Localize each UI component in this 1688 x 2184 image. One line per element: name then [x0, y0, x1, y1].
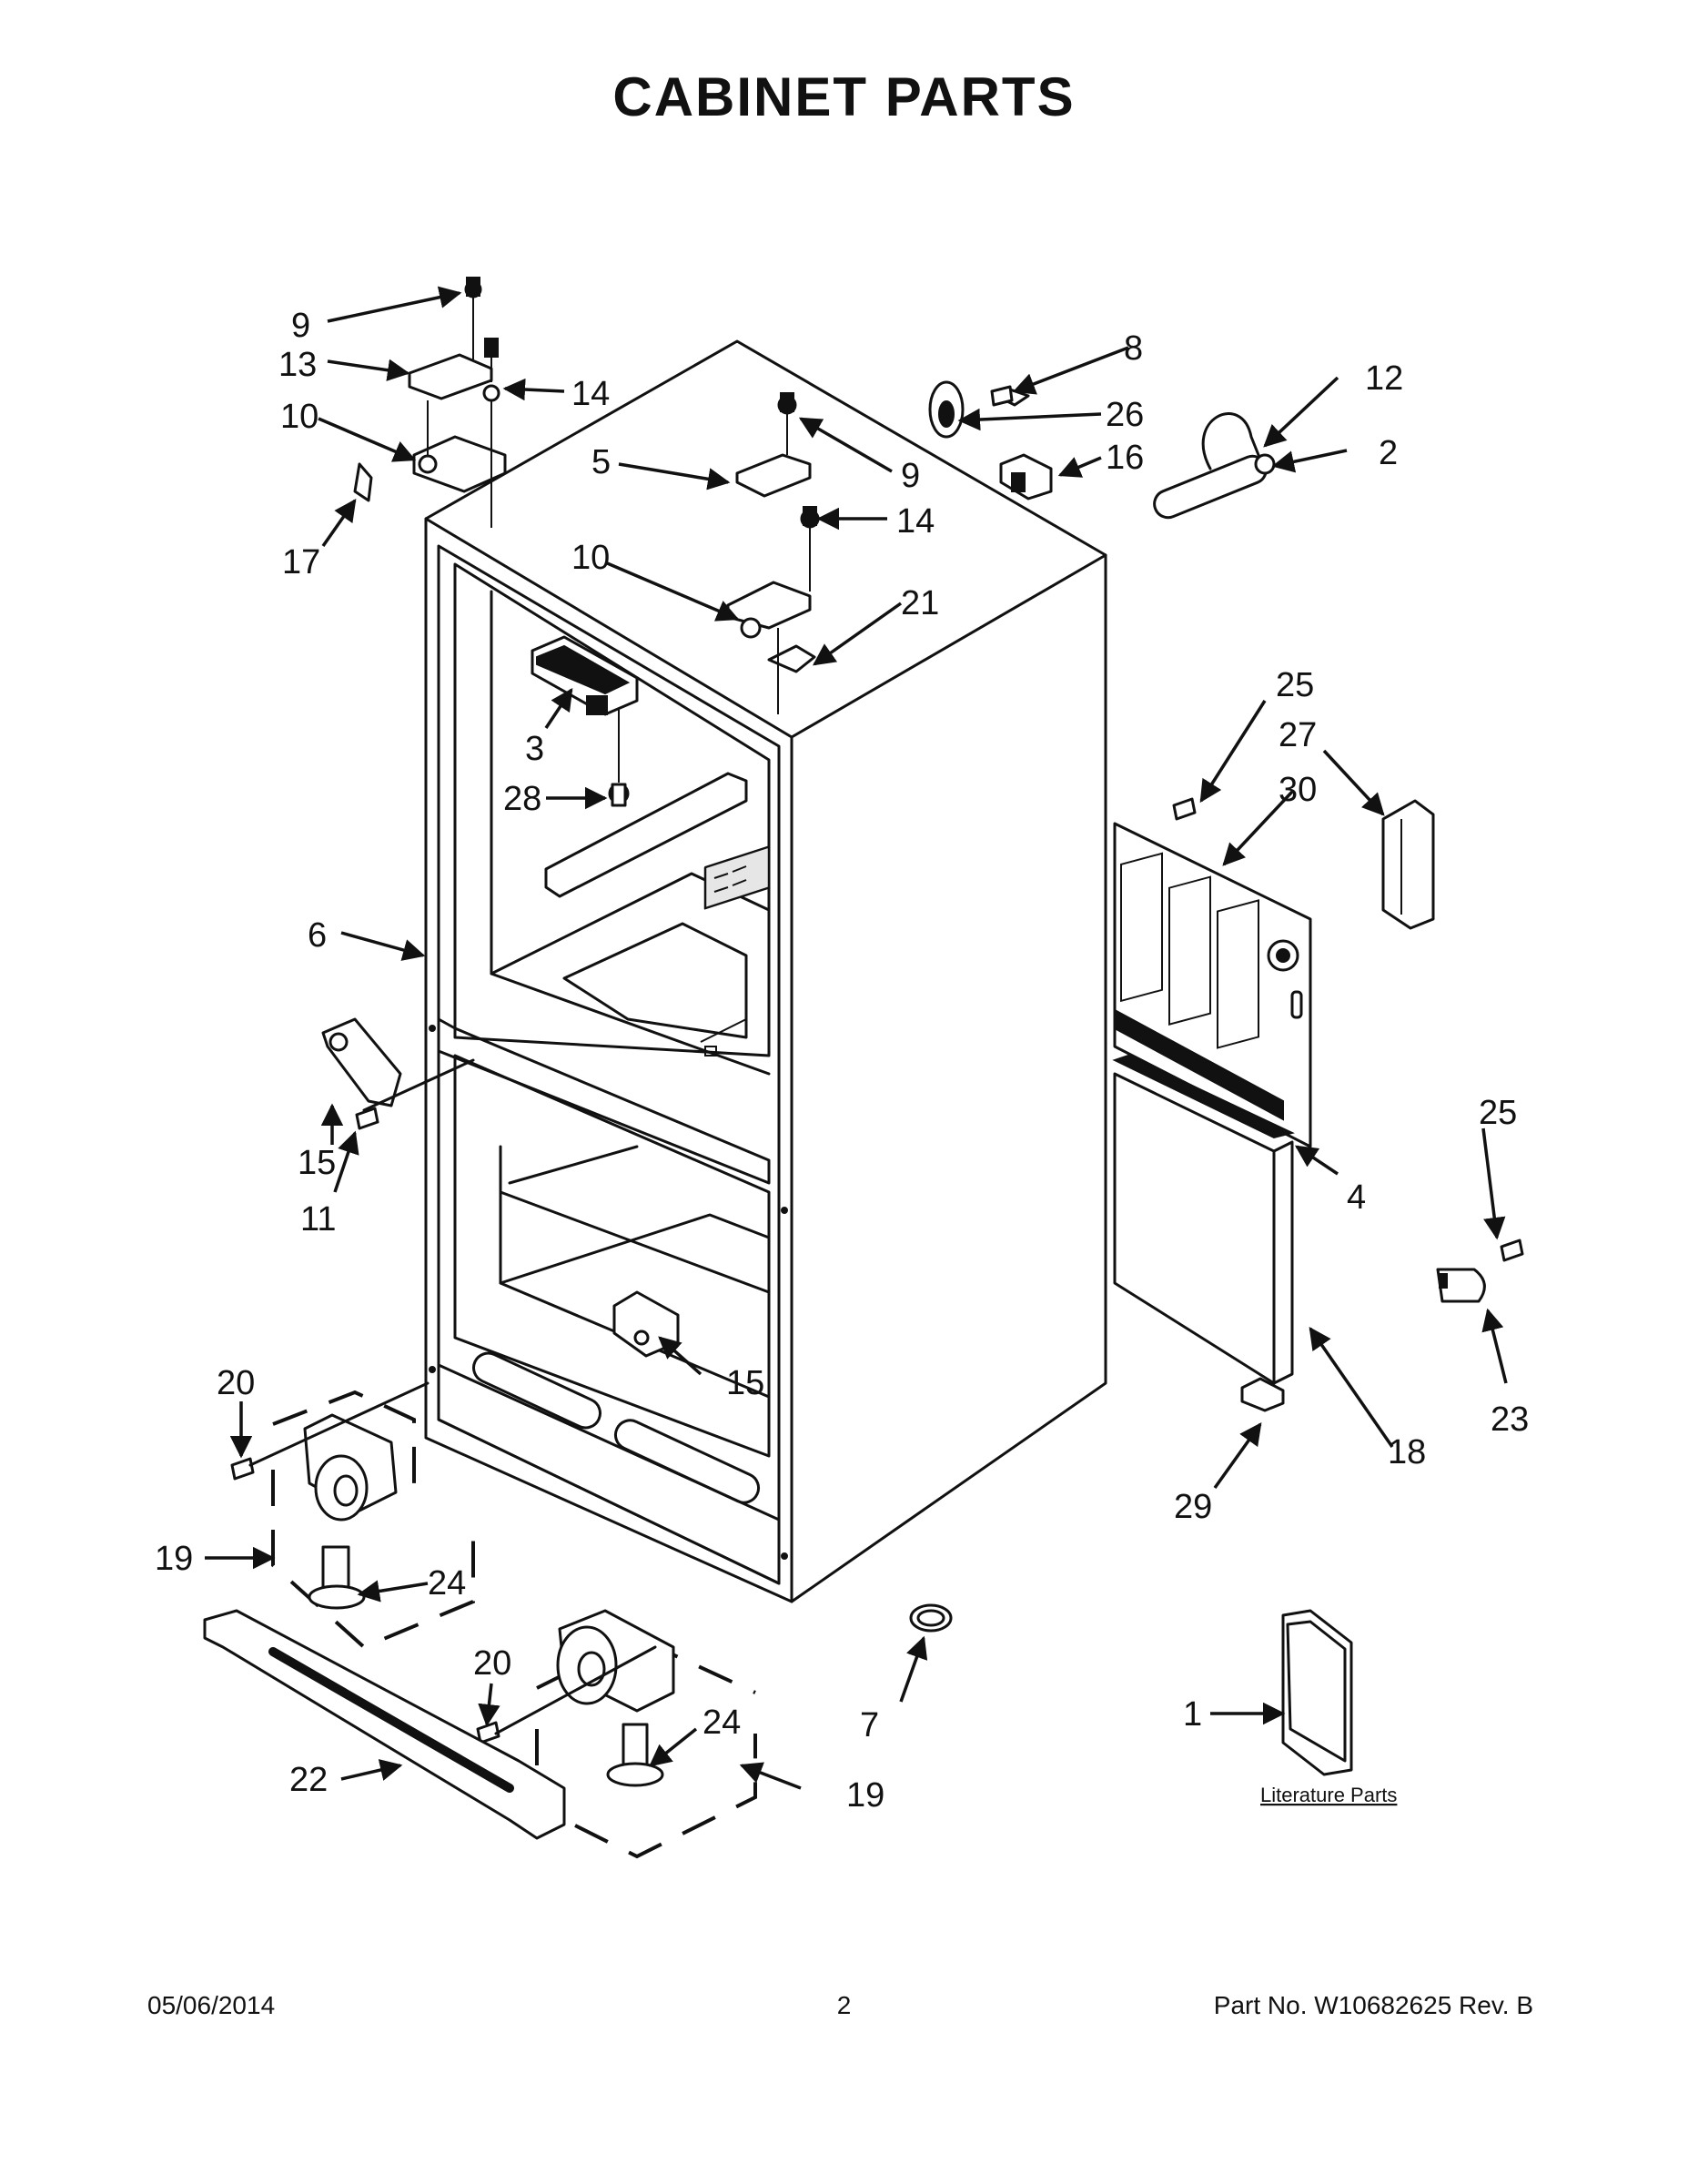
screw-9-right: [780, 392, 794, 412]
callout-26: 26: [1106, 396, 1144, 434]
screw-8: [990, 385, 1014, 407]
callout-23: 23: [1491, 1400, 1529, 1439]
callout-10: 10: [280, 398, 318, 436]
callout-19: 19: [155, 1540, 193, 1578]
part-29-clip: [1240, 1377, 1285, 1412]
callout-15: 15: [298, 1144, 336, 1182]
screw-14-right: [803, 506, 817, 526]
part-26-8-clip: [928, 380, 1030, 439]
leader-arrows: [205, 286, 1508, 1790]
callout-1: 1: [1183, 1695, 1202, 1734]
callout-29: 29: [1174, 1488, 1212, 1526]
callout-27: 27: [1279, 716, 1317, 754]
callout-14: 14: [896, 502, 935, 541]
callout-25: 25: [1276, 666, 1314, 704]
callout-13: 13: [278, 346, 317, 384]
literature-parts-label: Literature Parts: [1260, 1784, 1397, 1806]
footer-page-number: 2: [836, 1991, 852, 2019]
screw-25-right: [1500, 1239, 1524, 1262]
callout-5: 5: [591, 443, 611, 481]
part-22-base-grille: [203, 1609, 566, 1840]
vent-pad: [703, 845, 771, 910]
part-23-clamp: [1436, 1268, 1486, 1303]
callout-20: 20: [217, 1364, 255, 1402]
part-19-roller-left: [248, 1381, 475, 1650]
part-12-2-water-tube: [1153, 412, 1276, 520]
footer-date: 05/06/2014: [147, 1991, 276, 2019]
part-18-lower-panel: [1112, 1054, 1295, 1385]
callout-8: 8: [1124, 329, 1143, 368]
screw-11: [355, 1107, 379, 1130]
callout-17: 17: [282, 543, 320, 581]
callout-24: 24: [428, 1564, 466, 1603]
callout-4: 4: [1347, 1178, 1366, 1217]
callout-12: 12: [1365, 359, 1403, 398]
top-hinge-left: [408, 280, 507, 528]
part-19-roller-right: [494, 1609, 757, 1859]
callout-9: 9: [901, 457, 920, 495]
callout-24: 24: [702, 1704, 741, 1742]
screw-14-left: [484, 338, 499, 382]
screw-28: [611, 783, 627, 807]
callout-22: 22: [289, 1761, 328, 1799]
cabinet-body: [424, 339, 1107, 1603]
screw-25-top: [1172, 797, 1197, 821]
part-3-control-housing: [531, 635, 639, 804]
screws: [230, 277, 1524, 1744]
part-27-clip: [1381, 799, 1435, 930]
screw-9-left: [466, 277, 480, 318]
callout-10: 10: [571, 539, 610, 577]
callout-18: 18: [1388, 1433, 1426, 1471]
callout-labels: 9 13 14 10 17 5 9 14 10 21 3 28 6 8 26 1…: [155, 307, 1529, 1815]
callout-14: 14: [571, 375, 610, 413]
callout-6: 6: [308, 916, 327, 955]
callout-15: 15: [726, 1364, 764, 1402]
part-15-hinge-upper: [321, 1017, 475, 1112]
callout-25: 25: [1479, 1094, 1517, 1132]
footer-part-number: Part No. W10682625 Rev. B: [1213, 1991, 1533, 2019]
callout-21: 21: [901, 584, 939, 622]
part-30-access-panel: [1113, 822, 1312, 1148]
callout-7: 7: [860, 1706, 879, 1744]
part-16-bracket: [999, 453, 1053, 500]
part-1-literature: [1281, 1609, 1353, 1776]
part-7-plug: [909, 1603, 953, 1633]
callout-11: 11: [300, 1200, 336, 1239]
callout-2: 2: [1379, 434, 1398, 472]
callout-30: 30: [1279, 771, 1317, 809]
screw-20-left: [230, 1457, 255, 1481]
page-title: CABINET PARTS: [612, 66, 1076, 127]
callout-19: 19: [846, 1776, 884, 1815]
callout-16: 16: [1106, 439, 1144, 477]
callout-9: 9: [291, 307, 310, 345]
callout-28: 28: [503, 780, 541, 818]
callout-20: 20: [473, 1644, 511, 1683]
callout-3: 3: [525, 730, 544, 768]
